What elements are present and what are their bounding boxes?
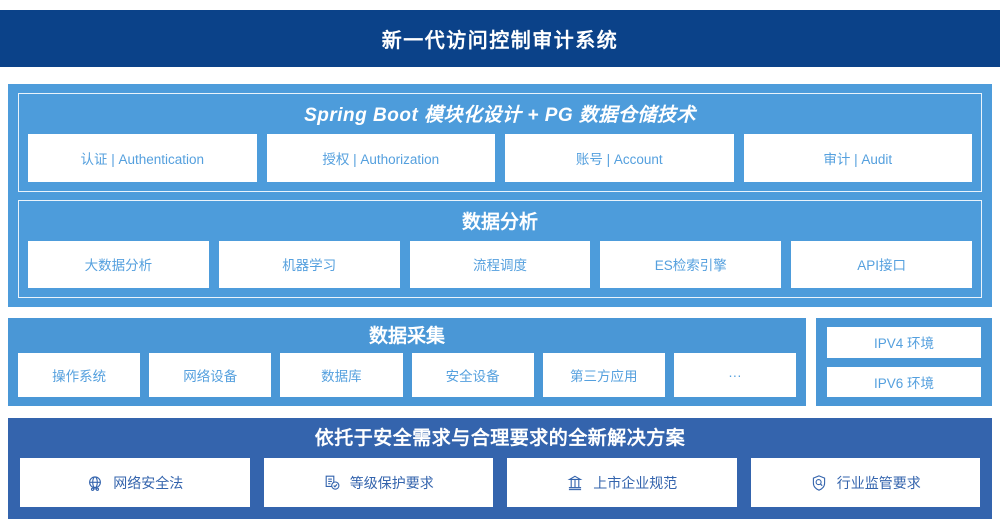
- card-account[interactable]: 账号 | Account: [505, 134, 734, 182]
- card-es-search-engine[interactable]: ES检索引擎: [600, 240, 782, 288]
- data-collection-section: 数据采集 操作系统 网络设备 数据库 安全设备 第三方应用 ···: [8, 318, 992, 406]
- card-network-device[interactable]: 网络设备: [149, 353, 272, 397]
- card-third-party-application-label: 第三方应用: [570, 369, 638, 384]
- card-audit[interactable]: 审计 | Audit: [743, 134, 972, 182]
- card-database-label: 数据库: [321, 369, 362, 384]
- card-third-party-application[interactable]: 第三方应用: [542, 353, 665, 397]
- page-header: 新一代访问控制审计系统: [0, 10, 1000, 67]
- card-database[interactable]: 数据库: [280, 353, 403, 397]
- card-authorization-label: 授权 | Authorization: [322, 151, 440, 167]
- globe-icon: [86, 474, 104, 492]
- card-authentication[interactable]: 认证 | Authentication: [28, 134, 257, 182]
- card-operating-system-label: 操作系统: [52, 369, 107, 384]
- card-authentication-label: 认证 | Authentication: [80, 151, 205, 167]
- card-listed-company-standard-label: 上市企业规范: [593, 474, 678, 491]
- card-process-scheduling-label: 流程调度: [472, 258, 527, 274]
- platform-section: Spring Boot 模块化设计 + PG 数据仓储技术 认证 | Authe…: [8, 84, 992, 307]
- data-collection-card-row: 操作系统 网络设备 数据库 安全设备 第三方应用 ···: [18, 353, 797, 397]
- card-process-scheduling[interactable]: 流程调度: [409, 240, 591, 288]
- compliance-title: 依托于安全需求与合理要求的全新解决方案: [314, 428, 686, 449]
- data-collection-main: 数据采集 操作系统 网络设备 数据库 安全设备 第三方应用 ···: [8, 318, 806, 406]
- data-analysis-group-title: 数据分析: [461, 211, 538, 233]
- spring-boot-group: Spring Boot 模块化设计 + PG 数据仓储技术 认证 | Authe…: [18, 93, 982, 192]
- card-listed-company-standard[interactable]: 上市企业规范: [507, 458, 737, 507]
- document-check-icon: [323, 474, 341, 492]
- card-big-data-analysis[interactable]: 大数据分析: [28, 240, 209, 288]
- card-ipv4-environment[interactable]: IPV4 环境: [827, 327, 981, 358]
- card-classified-protection[interactable]: 等级保护要求: [263, 458, 493, 507]
- card-big-data-analysis-label: 大数据分析: [84, 258, 153, 274]
- card-classified-protection-label: 等级保护要求: [349, 474, 434, 491]
- card-more-ellipsis-label: ···: [728, 367, 742, 383]
- card-more-ellipsis[interactable]: ···: [673, 353, 797, 397]
- spring-boot-card-row: 认证 | Authentication 授权 | Authorization 账…: [28, 134, 972, 182]
- card-es-search-engine-label: ES检索引擎: [654, 258, 727, 274]
- card-industry-supervision-label: 行业监管要求: [836, 474, 921, 491]
- spring-boot-group-title: Spring Boot 模块化设计 + PG 数据仓储技术: [304, 105, 696, 126]
- card-authorization[interactable]: 授权 | Authorization: [266, 134, 495, 182]
- data-analysis-card-row: 大数据分析 机器学习 流程调度 ES检索引擎 API接口: [28, 240, 972, 288]
- card-audit-label: 审计 | Audit: [823, 151, 893, 167]
- card-ipv6-environment-label: IPV6 环境: [873, 375, 935, 391]
- card-network-device-label: 网络设备: [183, 369, 238, 384]
- card-ipv4-environment-label: IPV4 环境: [873, 336, 935, 352]
- card-security-device-label: 安全设备: [445, 369, 500, 384]
- card-machine-learning[interactable]: 机器学习: [218, 240, 400, 288]
- page-title: 新一代访问控制审计系统: [381, 30, 619, 52]
- card-industry-supervision[interactable]: 行业监管要求: [750, 458, 980, 507]
- data-analysis-group: 数据分析 大数据分析 机器学习 流程调度 ES检索引擎 API接口: [18, 199, 982, 298]
- card-ipv6-environment[interactable]: IPV6 环境: [827, 366, 981, 397]
- shield-search-icon: [810, 474, 828, 492]
- card-api-interface[interactable]: API接口: [791, 240, 972, 288]
- compliance-card-row: 网络安全法 等级保护要求: [20, 458, 980, 507]
- data-collection-title: 数据采集: [368, 326, 445, 347]
- card-cybersecurity-law[interactable]: 网络安全法: [20, 458, 250, 507]
- card-cybersecurity-law-label: 网络安全法: [113, 474, 184, 491]
- card-account-label: 账号 | Account: [575, 151, 663, 167]
- card-security-device[interactable]: 安全设备: [411, 353, 534, 397]
- bank-icon: [566, 474, 584, 492]
- card-operating-system[interactable]: 操作系统: [18, 353, 141, 397]
- card-machine-learning-label: 机器学习: [282, 258, 337, 274]
- ipv-environments-panel: IPV4 环境 IPV6 环境: [816, 318, 992, 406]
- card-api-interface-label: API接口: [857, 258, 906, 274]
- compliance-section: 依托于安全需求与合理要求的全新解决方案 网络安全法: [8, 418, 992, 519]
